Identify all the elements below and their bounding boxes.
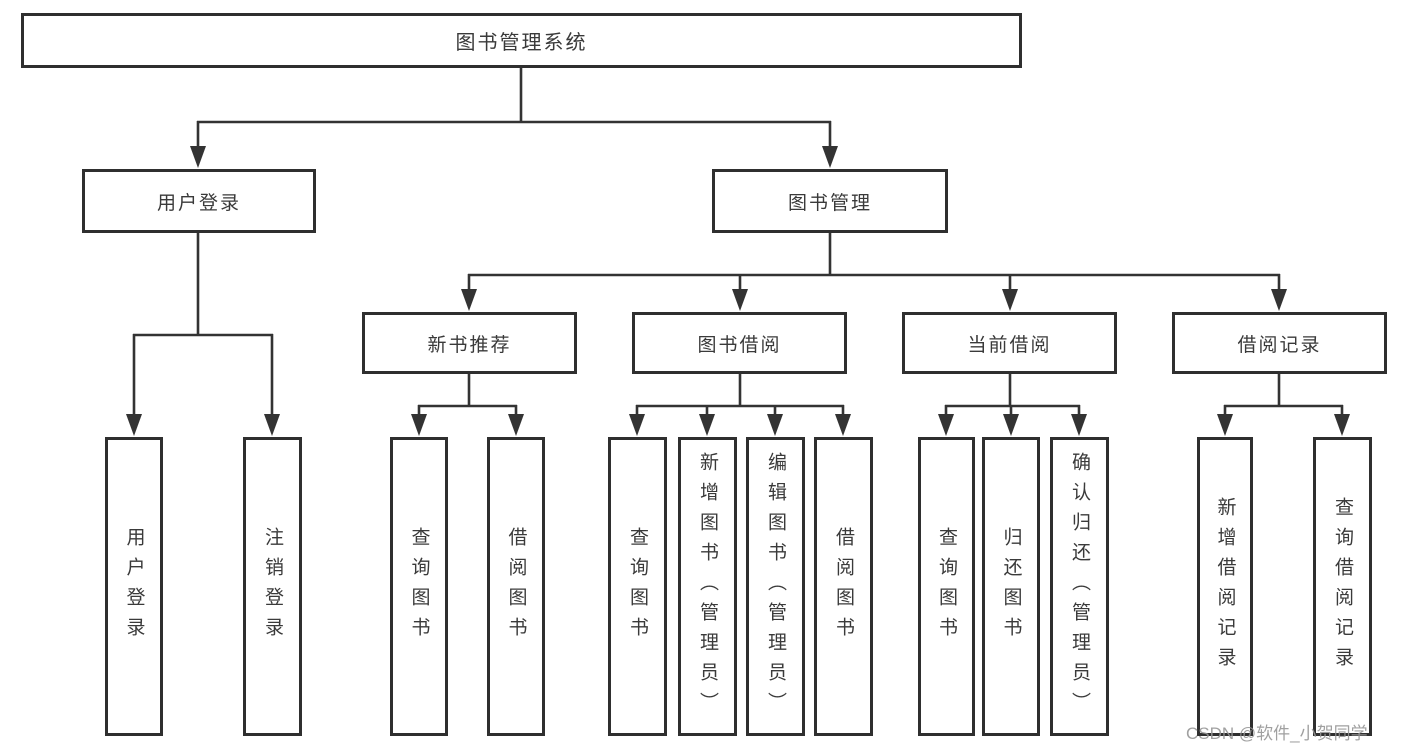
node-label: 新书推荐 <box>427 334 512 356</box>
leaf-label: 查询图书 <box>936 526 957 647</box>
leaf-label: 查询图书 <box>408 526 430 647</box>
leaf-query-books-2: 查询图书 <box>608 437 667 736</box>
connector-new-books-to-leaves <box>411 374 524 436</box>
connector-book-borrow-to-leaves <box>629 374 851 436</box>
leaf-label: 用户登录 <box>123 526 145 647</box>
leaf-label: 归还图书 <box>1000 526 1022 647</box>
node-label: 用户登录 <box>156 192 241 214</box>
leaf-edit-books-admin: 编辑图书（管理员） <box>746 437 805 736</box>
leaf-label: 确认归还（管理员） <box>1069 451 1090 722</box>
connector-borrow-records-to-leaves <box>1217 374 1350 436</box>
node-label: 图书管理系统 <box>455 32 588 54</box>
node-user-login: 用户登录 <box>82 169 316 233</box>
leaf-label: 查询图书 <box>627 526 648 647</box>
leaf-query-borrow-record: 查询借阅记录 <box>1313 437 1372 736</box>
node-borrowing-records: 借阅记录 <box>1172 312 1387 374</box>
leaf-add-books-admin: 新增图书（管理员） <box>678 437 737 736</box>
csdn-watermark: CSDN @软件_小贺同学 <box>1186 724 1368 743</box>
node-book-borrowing: 图书借阅 <box>632 312 847 374</box>
leaf-label: 借阅图书 <box>505 526 527 647</box>
leaf-label: 查询借阅记录 <box>1332 496 1353 677</box>
connector-user-login-to-leaves <box>126 232 280 436</box>
leaf-label: 新增图书（管理员） <box>697 451 718 722</box>
node-new-book-recommendation: 新书推荐 <box>362 312 577 374</box>
node-label: 当前借阅 <box>967 334 1052 356</box>
leaf-label: 借阅图书 <box>833 526 854 647</box>
leaf-add-borrow-record: 新增借阅记录 <box>1197 437 1253 736</box>
node-label: 图书管理 <box>787 192 872 214</box>
node-book-management: 图书管理 <box>712 169 948 233</box>
leaf-label: 注销登录 <box>262 526 283 647</box>
leaf-user-login: 用户登录 <box>105 437 163 736</box>
leaf-label: 编辑图书（管理员） <box>765 451 786 722</box>
node-label: 图书借阅 <box>697 334 782 356</box>
connector-current-borrow-to-leaves <box>938 374 1087 436</box>
leaf-confirm-return-admin: 确认归还（管理员） <box>1050 437 1109 736</box>
leaf-query-books-3: 查询图书 <box>918 437 975 736</box>
leaf-query-books-1: 查询图书 <box>390 437 448 736</box>
leaf-logout: 注销登录 <box>243 437 302 736</box>
node-library-management-system: 图书管理系统 <box>21 13 1022 68</box>
node-current-borrowing: 当前借阅 <box>902 312 1117 374</box>
node-label: 借阅记录 <box>1237 334 1322 356</box>
leaf-borrow-books-2: 借阅图书 <box>814 437 873 736</box>
connector-book-management-to-level3 <box>461 232 1287 311</box>
leaf-label: 新增借阅记录 <box>1214 496 1236 677</box>
leaf-borrow-books-1: 借阅图书 <box>487 437 545 736</box>
leaf-return-books: 归还图书 <box>982 437 1040 736</box>
connector-root-to-level2 <box>190 67 838 168</box>
